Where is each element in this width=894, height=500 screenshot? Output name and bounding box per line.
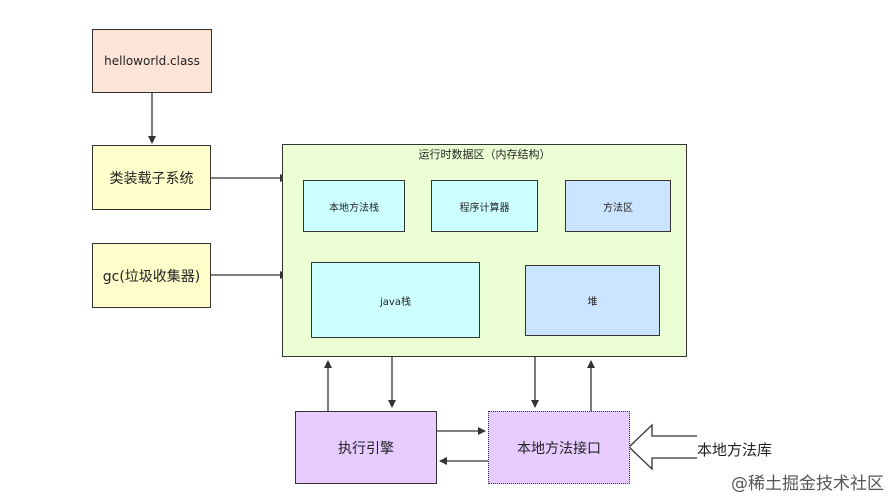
execution-engine-box: 执行引擎 [295, 411, 437, 484]
native-library-label: 本地方法库 [697, 441, 773, 459]
runtime-data-area-title: 运行时数据区（内存结构） [418, 148, 551, 161]
native-interface-box: 本地方法接口 [488, 411, 630, 484]
method-area-label: 方法区 [603, 202, 633, 214]
class-loader-label: 类装载子系统 [109, 170, 194, 187]
program-counter-label: 程序计算器 [459, 202, 510, 214]
class-file-label: helloworld.class [104, 54, 200, 68]
program-counter-box: 程序计算器 [431, 180, 538, 232]
heap-label: 堆 [587, 297, 598, 308]
native-method-stack-label: 本地方法栈 [329, 202, 379, 214]
method-area-box: 方法区 [565, 180, 671, 232]
java-stack-box: java栈 [311, 262, 480, 338]
gc-label: gc(垃圾收集器) [102, 268, 201, 285]
native-library-hollow-arrow [628, 423, 697, 471]
gc-box: gc(垃圾收集器) [92, 243, 211, 308]
heap-box: 堆 [525, 265, 660, 336]
execution-engine-label: 执行引擎 [338, 440, 394, 457]
class-file-box: helloworld.class [92, 29, 212, 93]
class-loader-box: 类装载子系统 [92, 145, 211, 210]
java-stack-label: java栈 [380, 296, 411, 308]
native-interface-label: 本地方法接口 [517, 440, 601, 457]
native-method-stack-box: 本地方法栈 [303, 180, 405, 232]
watermark-text: @稀土掘金技术社区 [731, 474, 884, 494]
